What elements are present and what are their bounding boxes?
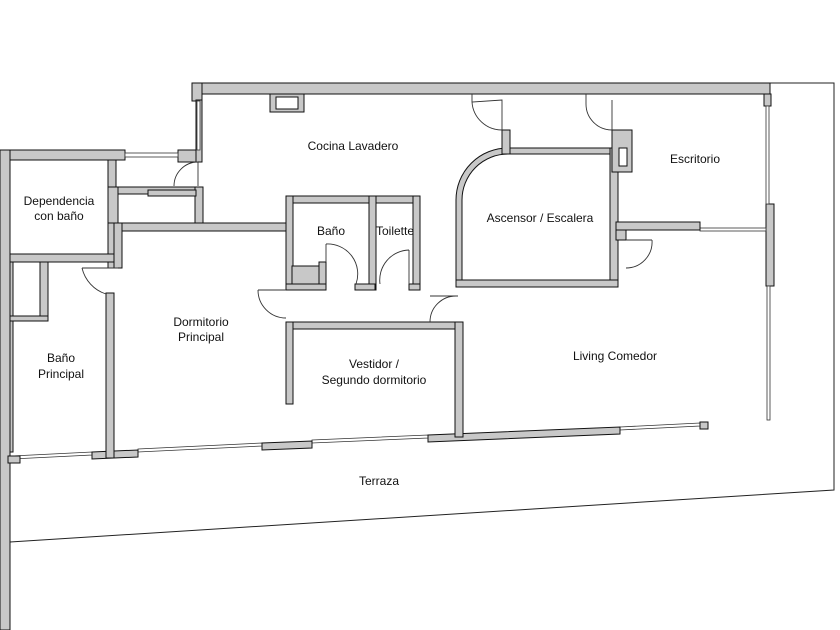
label-bano-principal-2: Principal: [38, 367, 84, 381]
label-dormitorio-1: Dormitorio: [173, 315, 229, 329]
label-cocina-lavadero: Cocina Lavadero: [308, 139, 399, 153]
label-bano-principal-1: Baño: [47, 351, 75, 365]
label-terraza: Terraza: [359, 474, 399, 488]
label-dependencia-1: Dependencia: [24, 194, 95, 208]
label-vestidor-1: Vestidor /: [349, 357, 400, 371]
label-dependencia-2: con baño: [34, 209, 84, 223]
label-toilette: Toilette: [376, 224, 414, 238]
label-ascensor-escalera: Ascensor / Escalera: [487, 211, 594, 225]
label-escritorio: Escritorio: [670, 152, 720, 166]
label-living-comedor: Living Comedor: [573, 349, 657, 363]
doors: [81, 94, 653, 323]
south-wall: [7, 421, 709, 464]
room-labels: Cocina Lavadero Escritorio Dependencia c…: [24, 139, 721, 488]
label-bano: Baño: [317, 224, 345, 238]
windows: [11, 100, 771, 460]
label-vestidor-2: Segundo dormitorio: [322, 373, 427, 387]
interior-walls: [9, 93, 701, 459]
label-dormitorio-2: Principal: [178, 330, 224, 344]
